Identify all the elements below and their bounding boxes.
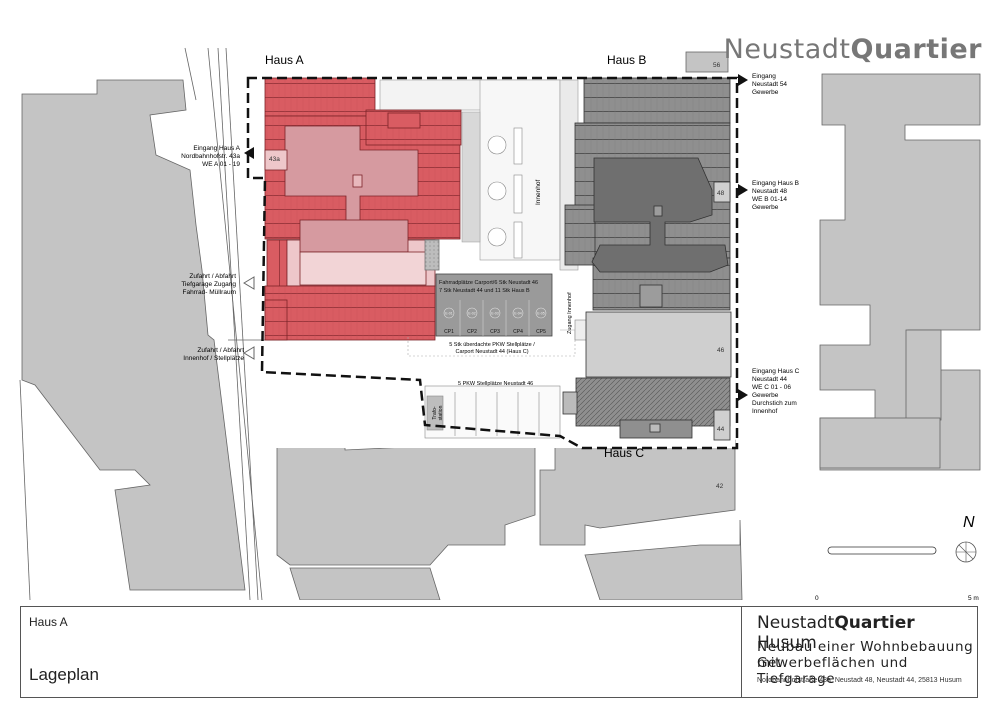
label-pkw: 5 PKW Stellplätze Neustadt 46 bbox=[458, 381, 533, 387]
e-label: E-04 bbox=[514, 312, 521, 316]
north-arrow: N bbox=[955, 514, 977, 563]
svg-text:Durchstich zum: Durchstich zum bbox=[752, 400, 797, 407]
left-neighbor-buildings bbox=[21, 79, 246, 591]
label-trafo: Trafo- station bbox=[432, 405, 444, 420]
svg-text:42: 42 bbox=[716, 483, 724, 490]
arrow-innenhof bbox=[243, 346, 255, 360]
cp-label: CP3 bbox=[490, 329, 500, 335]
entrance-arrows bbox=[243, 74, 748, 401]
haus-c-building bbox=[562, 377, 731, 441]
arrow-tiefgarage bbox=[243, 276, 255, 290]
svg-text:Neustadt 44: Neustadt 44 bbox=[752, 376, 787, 383]
label-innenhof: Innenhof bbox=[535, 180, 542, 205]
note-haus-b: Eingang Haus B Neustadt 48 WE B 01-14 Ge… bbox=[752, 180, 799, 211]
svg-text:46: 46 bbox=[717, 347, 725, 354]
svg-text:Nordbahnhofstr. 43a: Nordbahnhofstr. 43a bbox=[181, 153, 240, 160]
svg-text:Carport Neustadt 44 (Haus C): Carport Neustadt 44 (Haus C) bbox=[455, 349, 528, 355]
house-numbers: 56 48 46 44 42 43a bbox=[269, 62, 725, 490]
cp-label: CP1 bbox=[444, 329, 454, 335]
street-lines bbox=[19, 47, 265, 600]
right-neighbor-buildings bbox=[819, 73, 981, 471]
label-zugang-innenhof: Zugang Innenhof bbox=[567, 292, 573, 334]
haus-a-building bbox=[264, 77, 462, 341]
e-label: E-02 bbox=[468, 312, 475, 316]
label-haus-b: Haus B bbox=[607, 53, 646, 67]
site-plan: Haus A Haus B Haus C Eingang Haus A Nord… bbox=[19, 47, 981, 600]
scale-bar bbox=[827, 546, 937, 555]
carport-area bbox=[435, 273, 553, 337]
cp-label: CP5 bbox=[536, 329, 546, 335]
svg-text:56: 56 bbox=[713, 62, 721, 69]
scale-zero: 0 bbox=[815, 595, 819, 600]
title-block: Haus A Lageplan NeustadtQuartier Husum N… bbox=[20, 606, 978, 698]
cp-label: CP4 bbox=[513, 329, 523, 335]
svg-text:48: 48 bbox=[717, 190, 725, 197]
note-zufahrt-innenhof: Zufahrt / Abfahrt Innenhof / Stellplätze bbox=[183, 347, 244, 362]
project-desc-line1: Neubau einer Wohnbebauung mit bbox=[757, 639, 974, 671]
note-haus-c: Eingang Haus C Neustadt 44 WE C 01 - 06 … bbox=[752, 368, 800, 415]
e-label: E-03 bbox=[491, 312, 498, 316]
label-carport: 5 Stk überdachte PKW Stellplätze / Carpo… bbox=[449, 342, 535, 355]
project-desc-line2: Gewerbeflächen und Tiefgarage bbox=[757, 655, 908, 687]
label-fahrrad: Fahrradplätze Carport/6 Stk Neustadt 46 … bbox=[439, 280, 538, 294]
title-divider bbox=[741, 607, 742, 697]
brand-logo: NeustadtQuartier bbox=[723, 34, 982, 65]
bottom-neighbor-buildings bbox=[276, 51, 743, 600]
svg-text:Zufahrt / Abfahrt: Zufahrt / Abfahrt bbox=[189, 273, 236, 280]
e-label: E-01 bbox=[445, 312, 452, 316]
scale-five: 5 m bbox=[968, 595, 979, 600]
parking-spaces bbox=[407, 319, 588, 439]
property-boundary bbox=[246, 76, 739, 450]
svg-text:43a: 43a bbox=[269, 156, 280, 163]
e-label: E-05 bbox=[537, 312, 544, 316]
svg-text:5 Stk überdachte PKW Stellplät: 5 Stk überdachte PKW Stellplätze / bbox=[449, 342, 535, 348]
svg-text:station: station bbox=[438, 405, 444, 420]
svg-text:Eingang Haus C: Eingang Haus C bbox=[752, 368, 800, 375]
note-haus-a: Eingang Haus A Nordbahnhofstr. 43a WE A … bbox=[181, 145, 241, 168]
svg-text:WE C 01 - 06: WE C 01 - 06 bbox=[752, 384, 791, 391]
svg-text:Eingang: Eingang bbox=[752, 73, 776, 80]
courtyard-trees bbox=[487, 127, 523, 259]
svg-text:44: 44 bbox=[717, 426, 725, 433]
label-haus-c: Haus C bbox=[604, 446, 644, 460]
arrow-haus-c bbox=[738, 389, 748, 401]
svg-text:Gewerbe: Gewerbe bbox=[752, 392, 779, 399]
svg-text:Eingang Haus B: Eingang Haus B bbox=[752, 180, 799, 187]
svg-text:Eingang Haus A: Eingang Haus A bbox=[193, 145, 240, 152]
arrow-haus-b bbox=[738, 184, 748, 196]
carport-cp-labels: CP1 CP2 CP3 CP4 CP5 bbox=[444, 329, 546, 335]
svg-text:Zufahrt / Abfahrt: Zufahrt / Abfahrt bbox=[197, 347, 244, 354]
cp-label: CP2 bbox=[467, 329, 477, 335]
north-label: N bbox=[963, 514, 975, 531]
carport-e-labels: E-01 E-02 E-03 E-04 E-05 bbox=[445, 312, 544, 316]
arrow-neustadt54 bbox=[738, 74, 748, 86]
svg-text:WE B 01-14: WE B 01-14 bbox=[752, 196, 787, 203]
label-haus-a: Haus A bbox=[265, 53, 304, 67]
svg-text:Gewerbe: Gewerbe bbox=[752, 89, 779, 96]
svg-text:Neustadt 48: Neustadt 48 bbox=[752, 188, 787, 195]
haus-b-building bbox=[564, 77, 732, 378]
svg-text:Innenhof / Stellplätze: Innenhof / Stellplätze bbox=[183, 355, 244, 362]
svg-text:Fahrrad- Müllraum: Fahrrad- Müllraum bbox=[183, 289, 236, 296]
svg-text:Fahrradplätze Carport/6 Stk Ne: Fahrradplätze Carport/6 Stk Neustadt 46 bbox=[439, 280, 538, 286]
svg-text:7 Stk Neustadt 44 und 11 Stk H: 7 Stk Neustadt 44 und 11 Stk Haus B bbox=[439, 288, 530, 294]
title-house: Haus A bbox=[29, 615, 68, 629]
svg-text:Trafo-: Trafo- bbox=[432, 406, 438, 419]
note-zufahrt-tiefgarage: Zufahrt / Abfahrt Tiefgarage Zugang Fahr… bbox=[181, 273, 236, 296]
project-address: Nordbahnhofstraße 43a, Neustadt 48, Neus… bbox=[757, 677, 962, 684]
arrow-haus-a bbox=[244, 147, 254, 159]
svg-text:Gewerbe: Gewerbe bbox=[752, 204, 779, 211]
svg-text:Neustadt 54: Neustadt 54 bbox=[752, 81, 787, 88]
svg-text:Tiefgarage Zugang: Tiefgarage Zugang bbox=[181, 281, 236, 288]
svg-text:Innenhof: Innenhof bbox=[752, 408, 777, 415]
svg-text:WE A 01 - 19: WE A 01 - 19 bbox=[202, 161, 240, 168]
project-name: NeustadtQuartier Husum bbox=[757, 613, 915, 653]
note-neustadt54: Eingang Neustadt 54 Gewerbe bbox=[752, 73, 787, 96]
title-plan: Lageplan bbox=[29, 665, 99, 684]
